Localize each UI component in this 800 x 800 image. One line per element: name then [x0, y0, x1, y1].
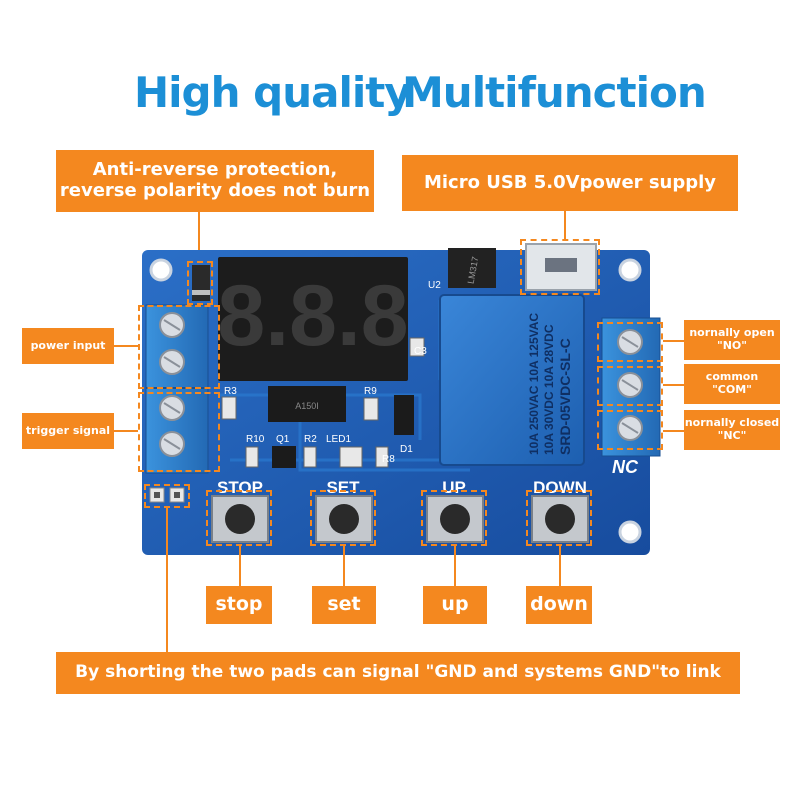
up-connector: [454, 546, 456, 586]
no-line2: "NO": [716, 339, 748, 352]
mount-hole-br: [618, 520, 642, 544]
optocoupler: [268, 386, 346, 422]
nc-highlight: [597, 410, 663, 450]
up-callout: up: [423, 586, 487, 624]
relay-line-2: 10A 30VDC 10A 28VDC: [542, 324, 556, 455]
set-highlight: [310, 490, 376, 546]
relay-line-1: 10A 250VAC 10A 125VAC: [527, 313, 541, 455]
power-input-connector: [114, 345, 138, 347]
trigger-highlight: [138, 392, 220, 472]
com-highlight: [597, 366, 663, 406]
usb-callout: Micro USB 5.0Vpower supply: [402, 155, 738, 211]
no-highlight: [597, 322, 663, 362]
anti-reverse-line2: reverse polarity does not burn: [59, 180, 371, 201]
common-callout: common "COM": [684, 364, 780, 404]
silk-r8: R8: [382, 454, 395, 465]
display-digits: 8.8.8: [217, 268, 408, 364]
silk-u2: U2: [428, 280, 441, 291]
com-line2: "COM": [712, 383, 752, 396]
silk-c3: C3: [414, 346, 427, 357]
down-connector: [559, 546, 561, 586]
tactile-buttons: [211, 495, 589, 543]
pads-highlight: [144, 484, 190, 508]
down-callout: down: [526, 586, 592, 624]
normally-closed-callout: nornally closed "NC": [684, 410, 780, 450]
seven-segment-display: [218, 257, 408, 381]
right-terminal-block: [601, 317, 661, 457]
nc-connector: [663, 430, 684, 432]
com-line1: common: [705, 370, 759, 384]
left-terminal-block: [145, 304, 209, 474]
relay: [439, 294, 585, 466]
headline-left: High quality: [134, 68, 412, 117]
mount-hole-tl: [149, 258, 173, 282]
silk-stop: STOP: [217, 478, 263, 497]
normally-open-callout: nornally open "NO": [684, 320, 780, 360]
power-input-callout: power input: [22, 328, 114, 364]
headline-right: Multifunction: [402, 68, 707, 117]
com-connector: [663, 384, 684, 386]
led1: [339, 446, 363, 468]
silk-up: UP: [442, 478, 466, 497]
silk-d1: D1: [400, 444, 413, 455]
silk-led1: LED1: [326, 434, 351, 445]
set-callout: set: [312, 586, 376, 624]
ic-label: A150I: [295, 401, 319, 411]
silk-q1: Q1: [276, 434, 290, 445]
shorting-pads-callout: By shorting the two pads can signal "GND…: [56, 652, 740, 694]
anti-reverse-callout: Anti-reverse protection, reverse polarit…: [56, 150, 374, 212]
no-line1: nornally open: [689, 326, 775, 340]
diode-highlight: [187, 261, 213, 305]
silk-r2: R2: [304, 434, 317, 445]
regulator-label: LM317: [466, 256, 481, 285]
relay-line-3: SRD-05VDC-SL-C: [557, 338, 573, 455]
silk-r10: R10: [246, 434, 265, 445]
anti-reverse-connector: [198, 212, 200, 264]
diode-d1: [394, 395, 414, 435]
silk-r9: R9: [364, 386, 377, 397]
silk-r3: R3: [224, 386, 237, 397]
stop-callout: stop: [206, 586, 272, 624]
shorting-pads: [149, 487, 185, 503]
stop-connector: [239, 546, 241, 586]
trigger-signal-callout: trigger signal: [22, 413, 114, 449]
usb-connector: [564, 211, 566, 239]
voltage-regulator: [448, 248, 496, 288]
nc-silk-label: NC: [612, 457, 639, 477]
nc-line2: "NC": [717, 429, 747, 442]
stop-highlight: [206, 490, 272, 546]
trigger-connector: [114, 430, 138, 432]
up-highlight: [421, 490, 487, 546]
no-connector: [663, 340, 684, 342]
set-connector: [343, 546, 345, 586]
usb-highlight: [520, 239, 600, 295]
transistor-q1: [272, 446, 296, 468]
nc-line1: nornally closed: [684, 416, 780, 430]
mount-hole-tr: [618, 258, 642, 282]
down-highlight: [526, 490, 592, 546]
anti-reverse-line1: Anti-reverse protection,: [92, 159, 338, 181]
power-input-highlight: [138, 305, 220, 389]
silk-down: DOWN: [533, 478, 587, 497]
pads-connector: [166, 508, 168, 652]
silk-set: SET: [326, 478, 360, 497]
